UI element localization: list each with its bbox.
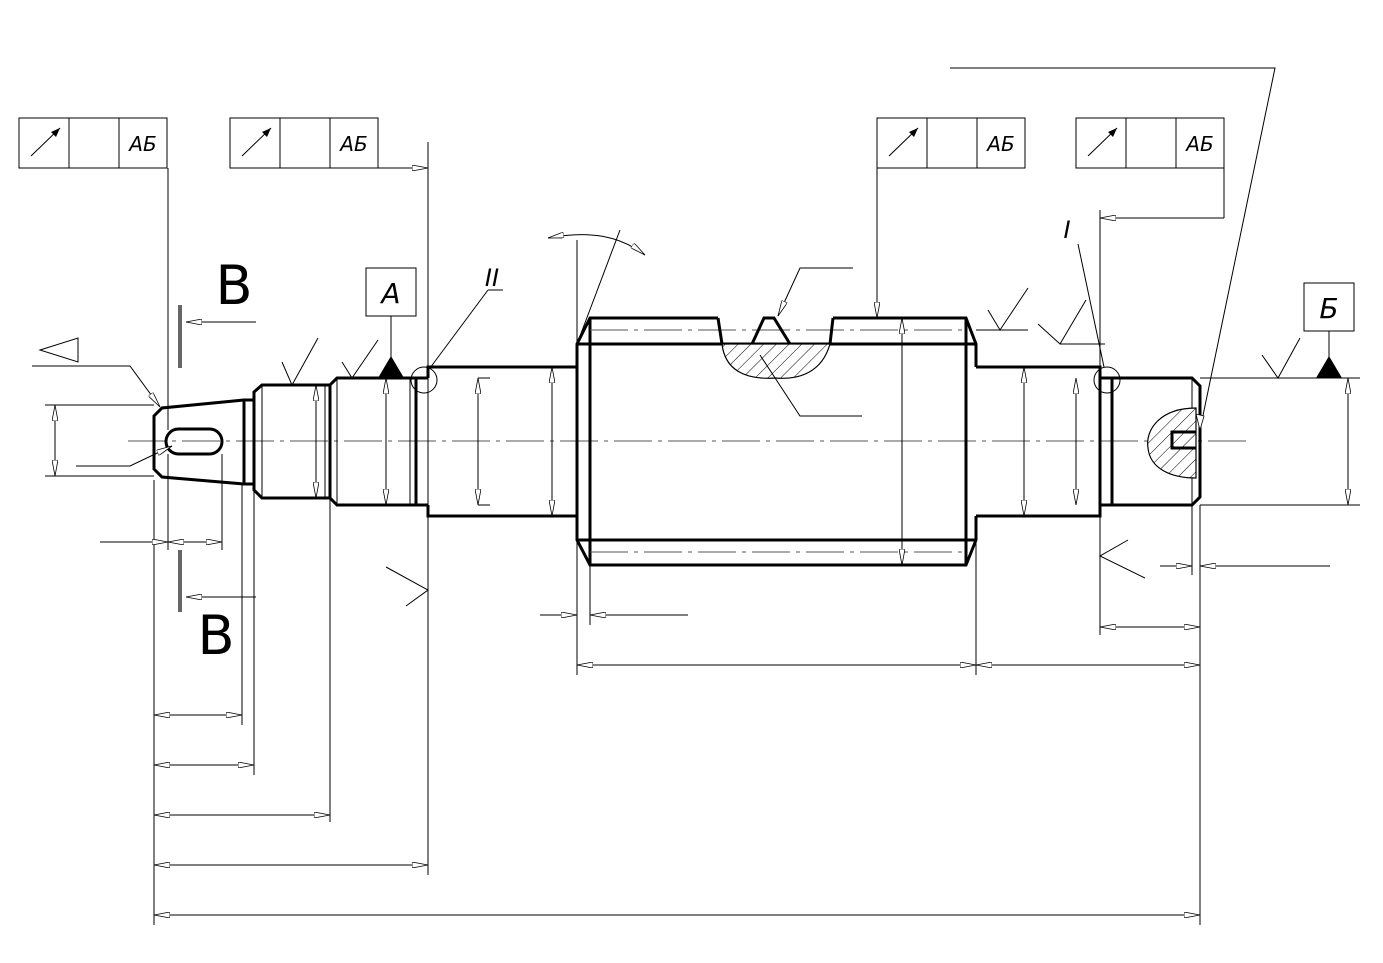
runout-arrow-icon [909,128,918,137]
tolerance-frame-3: АБ [876,117,1026,169]
section-cut-marks: В В [178,254,256,667]
runout-arrow-icon [51,128,60,137]
datum-triangle-icon [1316,356,1342,378]
runout-arrow-icon [262,128,271,137]
frame-datum-label: АБ [985,132,1014,156]
datum-a-label: А [379,277,400,310]
section-mark-bottom: В [197,604,234,667]
runout-arrow-icon [1108,128,1117,137]
section-mark-top: В [215,254,252,317]
frame-datum-label: АБ [127,132,156,156]
dimension-lines [45,142,1360,925]
datum-a: А [365,267,417,378]
datum-b-label: Б [1319,292,1338,325]
leader-lines [32,67,1301,607]
frame-datum-label: АБ [338,132,367,156]
tolerance-leaders [360,168,1224,318]
tolerance-frame-2: АБ [229,117,379,169]
tolerance-frame-1: АБ [18,117,168,169]
datum-triangle-icon [378,356,404,378]
datum-b: Б [1303,282,1355,378]
tolerance-frame-4: АБ [1075,117,1225,169]
detail-mark-two: II [485,264,499,292]
detail-mark-one: I [1063,216,1070,244]
detail-callouts: II I [410,216,1121,394]
frame-datum-label: АБ [1184,132,1213,156]
